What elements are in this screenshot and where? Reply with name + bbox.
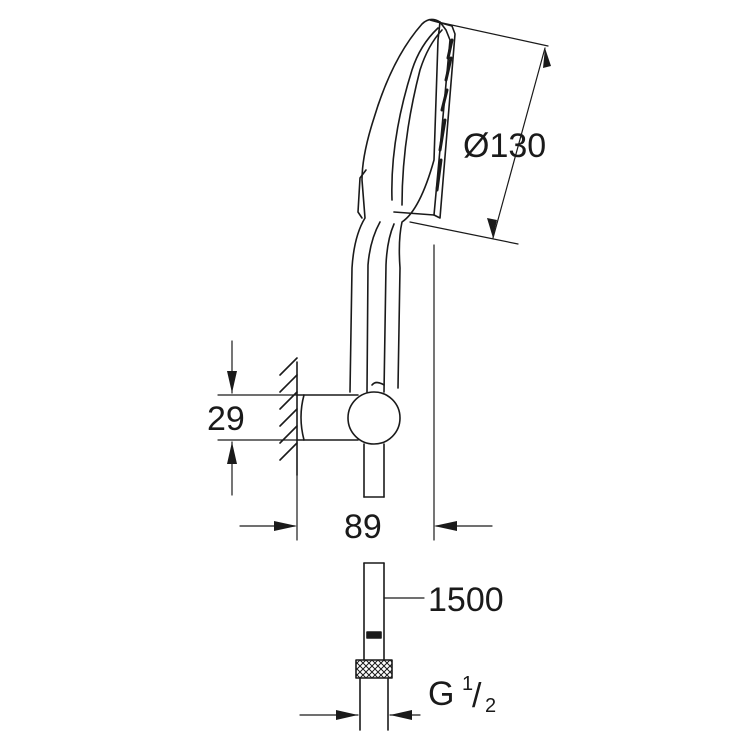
wall-bracket xyxy=(296,391,401,445)
label-thread-denominator: 2 xyxy=(485,695,496,717)
dimension-arrows xyxy=(227,48,551,720)
label-thread-letter: G xyxy=(428,675,454,713)
label-bracket-height: 29 xyxy=(207,400,245,438)
dimension-head-diameter xyxy=(409,21,549,245)
hose-top-section xyxy=(363,443,385,498)
hand-shower xyxy=(349,18,456,393)
label-thread-slash: / xyxy=(472,677,482,715)
label-projection: 89 xyxy=(344,508,382,546)
label-thread-numerator: 1 xyxy=(462,673,473,695)
label-head-diameter: Ø130 xyxy=(463,127,546,165)
label-hose-length: 1500 xyxy=(428,581,504,619)
wall-hatching xyxy=(279,357,298,476)
hose-connection xyxy=(355,562,393,731)
